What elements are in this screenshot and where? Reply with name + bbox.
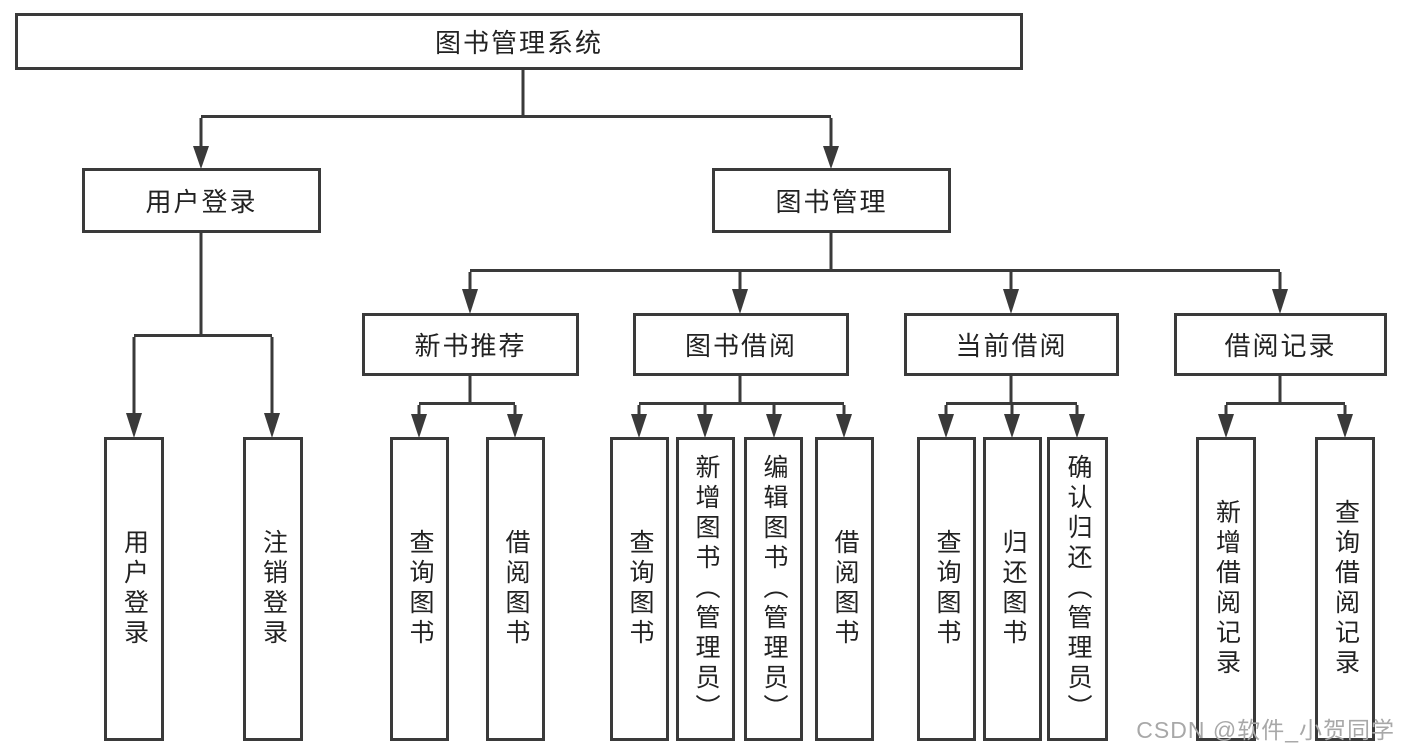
node-leaf-user-login: 用户登录 [104,437,164,741]
node-current-borrow: 当前借阅 [904,313,1119,376]
connector-root-to-level2 [193,69,839,169]
node-leaf-confirm-return-admin: 确认归还（管理员） [1047,437,1108,741]
node-new-book-recommend: 新书推荐 [362,313,579,376]
node-label: 编辑图书（管理员） [760,454,788,724]
node-leaf-logout: 注销登录 [243,437,303,741]
connector-current-borrow-to-leaves [938,375,1085,438]
node-leaf-edit-book-admin: 编辑图书（管理员） [744,437,803,741]
node-leaf-add-borrow-record: 新增借阅记录 [1196,437,1256,741]
node-label: 查询图书 [626,529,654,649]
node-leaf-query-borrow-record: 查询借阅记录 [1315,437,1375,741]
node-book-management: 图书管理 [712,168,951,233]
connector-book-borrow-to-leaves [631,375,852,438]
node-leaf-add-book-admin: 新增图书（管理员） [676,437,735,741]
node-leaf-query-books-3: 查询图书 [917,437,976,741]
node-label: 查询图书 [406,529,434,649]
node-user-login: 用户登录 [82,168,321,233]
node-leaf-borrow-books-2: 借阅图书 [815,437,874,741]
node-label: 新增借阅记录 [1212,499,1241,679]
node-label: 借阅图书 [831,529,859,649]
watermark: CSDN @软件_小贺同学 [1136,717,1395,743]
node-label: 用户登录 [145,187,258,217]
node-label: 用户登录 [120,529,149,649]
node-label: 查询借阅记录 [1331,499,1360,679]
node-label: 新增图书（管理员） [692,454,720,724]
node-label: 图书借阅 [684,331,797,361]
node-label: 借阅记录 [1224,331,1337,361]
connector-book-mgmt-to-level3 [462,232,1288,314]
connector-new-book-to-leaves [411,375,523,438]
node-leaf-query-books-2: 查询图书 [610,437,669,741]
node-borrow-records: 借阅记录 [1174,313,1387,376]
node-book-borrow: 图书借阅 [633,313,849,376]
node-leaf-query-books-1: 查询图书 [390,437,449,741]
node-label: 新书推荐 [414,331,527,361]
node-label: 查询图书 [933,529,961,649]
node-label: 图书管理系统 [434,28,603,58]
connector-user-login-to-leaves [126,232,280,438]
node-label: 借阅图书 [502,529,530,649]
connector-borrow-records-to-leaves [1218,375,1353,438]
node-root-library-system: 图书管理系统 [15,13,1023,70]
node-label: 归还图书 [999,529,1027,649]
node-label: 当前借阅 [955,331,1068,361]
node-label: 图书管理 [775,187,888,217]
node-label: 确认归还（管理员） [1064,454,1092,724]
node-leaf-return-book: 归还图书 [983,437,1042,741]
node-leaf-borrow-books-1: 借阅图书 [486,437,545,741]
node-label: 注销登录 [259,529,288,649]
